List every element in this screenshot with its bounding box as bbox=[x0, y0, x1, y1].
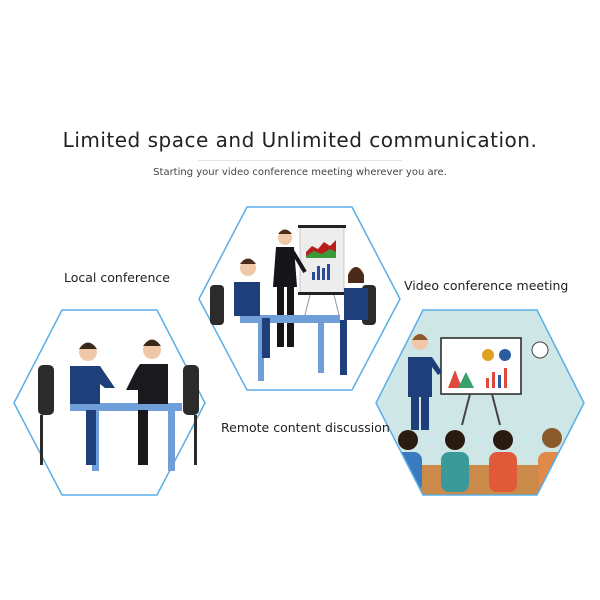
hexagon-local-conference bbox=[13, 309, 206, 496]
divider bbox=[198, 160, 402, 161]
label-local-conference: Local conference bbox=[64, 270, 170, 285]
label-video-conference: Video conference meeting bbox=[404, 278, 569, 293]
page-subtitle: Starting your video conference meeting w… bbox=[153, 167, 447, 178]
label-remote-discussion: Remote content discussion bbox=[221, 420, 390, 435]
hexagon-remote-discussion bbox=[198, 206, 401, 391]
hexagon-video-conference bbox=[375, 309, 585, 496]
page-title: Limited space and Unlimited communicatio… bbox=[62, 128, 538, 152]
